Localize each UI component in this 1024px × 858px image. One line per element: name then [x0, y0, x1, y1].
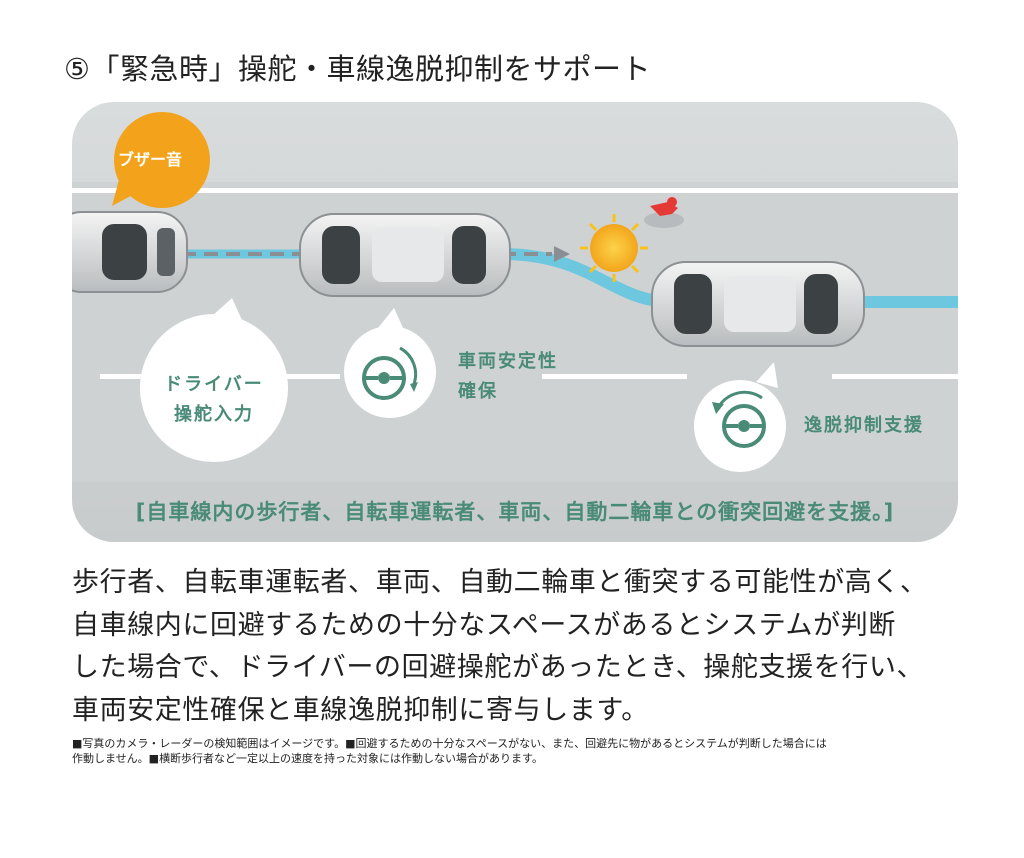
illustration-panel: ブザー音 ドライバー 操舵入力 車両安定性 確保 逸脱抑制支援 [自車線内の歩行… [72, 102, 958, 542]
collision-flash-icon [580, 214, 648, 282]
buzzer-bubble [112, 112, 210, 208]
stability-label: 車両安定性 確保 [458, 347, 558, 407]
lane-line-upper [72, 188, 958, 193]
road-scene [72, 112, 958, 482]
car-left [72, 211, 188, 293]
description-line-2: 自車線内に回避するための十分なスペースがあるとシステムが判断 [72, 609, 896, 641]
footnote-line-2: 作動しません。■横断歩行者など一定以上の速度を持った対象には作動しない場合があり… [72, 751, 543, 765]
driver-input-bubble [140, 298, 288, 462]
lane-line-lower-3 [832, 374, 958, 379]
illustration-caption: [自車線内の歩行者、自転車運転者、車両、自動二輪車との衝突回避を支援。] [135, 500, 895, 524]
description-line-1: 歩行者、自転車運転者、車両、自動二輪車と衝突する可能性が高く、 [72, 567, 928, 598]
driver-input-label: ドライバー 操舵入力 [164, 370, 264, 430]
arrow-head [554, 246, 570, 262]
buzzer-label: ブザー音 [118, 150, 183, 169]
lane-line-lower-2 [542, 374, 687, 379]
stability-label-line2: 確保 [458, 381, 498, 402]
page-title: ⑤「緊急時」操舵・車線逸脱抑制をサポート [64, 52, 651, 86]
car-middle [299, 213, 511, 297]
description-line-4: 車両安定性確保と車線逸脱抑制に寄与します。 [72, 694, 649, 726]
stability-bubble [344, 308, 436, 418]
departure-label: 逸脱抑制支援 [804, 415, 924, 436]
driver-input-label-line2: 操舵入力 [174, 404, 254, 425]
pedestrian-icon [644, 197, 684, 228]
car-right [651, 261, 865, 347]
footnote: ■写真のカメラ・レーダーの検知範囲はイメージです。■回避するための十分なスペース… [72, 737, 962, 766]
footnote-line-1: ■写真のカメラ・レーダーの検知範囲はイメージです。■回避するための十分なスペース… [72, 737, 827, 750]
driver-input-label-line1: ドライバー [164, 374, 264, 395]
description-line-3: した場合で、ドライバーの回避操舵があったとき、操舵支援を行い、 [72, 652, 925, 683]
description-paragraph: 歩行者、自転車運転者、車両、自動二輪車と衝突する可能性が高く、 自車線内に回避す… [72, 562, 972, 732]
departure-bubble [694, 362, 786, 472]
stability-label-line1: 車両安定性 [458, 351, 558, 372]
